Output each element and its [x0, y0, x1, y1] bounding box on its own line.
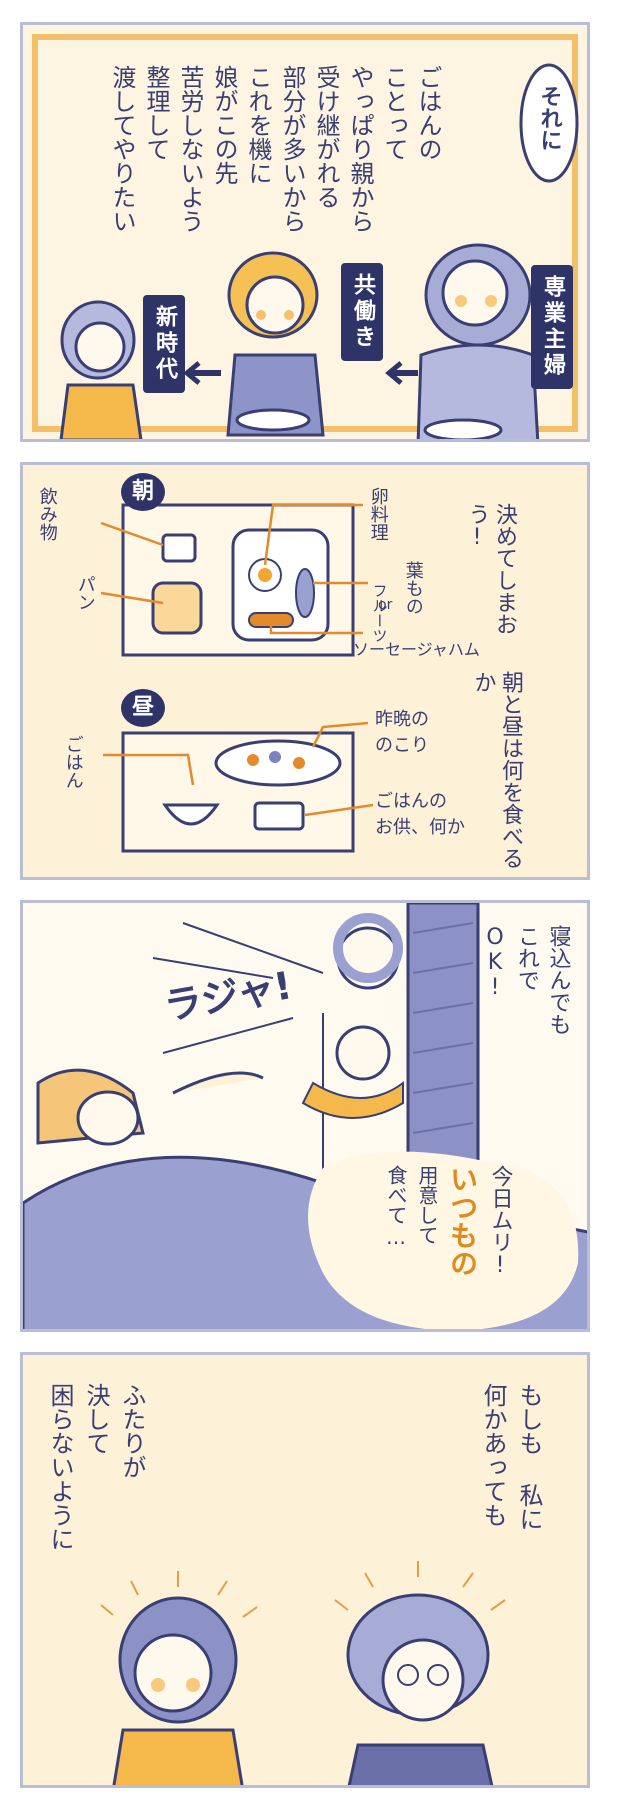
narration-line: 寝込んでも: [545, 925, 571, 1035]
label-egg: 卵料理: [367, 487, 389, 541]
rice-bowl-icon: [162, 803, 220, 826]
narration-line: 決して: [82, 1383, 110, 1455]
narration-line: ごはんの: [414, 65, 442, 161]
label-rice: ごはん: [62, 735, 84, 789]
narration-line: OK!: [482, 925, 508, 1000]
label-drink: 飲み物: [36, 487, 58, 541]
narration-line: 朝と昼は何を食べるか: [470, 670, 524, 869]
speech-bubble-shape: [308, 1151, 579, 1329]
leftover-plate-icon: [214, 739, 342, 787]
badge-dual-income: 共働き: [341, 263, 383, 361]
panel-4-art: [100, 1561, 506, 1785]
egg-icon: [258, 568, 272, 582]
narration-line: もしも 私に: [515, 1383, 543, 1531]
panel-2-narration: 朝と昼は何を食べるか 決めてしまおう!: [463, 503, 524, 877]
panel-4-narration-right: もしも 私に 何かあっても: [478, 1383, 544, 1531]
cup-icon: [161, 533, 197, 563]
narration-line: 部分が多いから: [278, 65, 306, 233]
speech-line: 食べて…: [384, 1165, 408, 1249]
daughter-figure: [59, 300, 143, 439]
grandmother-figure: [346, 1593, 494, 1785]
speech-line-emphasis: いつもの: [446, 1165, 479, 1277]
narration-line: ふたりが: [118, 1383, 146, 1479]
label-side: ごはんの お供、何か: [375, 787, 465, 839]
panel-3-art: [23, 903, 587, 1329]
daughter-face: [335, 1025, 391, 1081]
badge-new-era: 新時代: [143, 295, 185, 393]
housewife-figure: [416, 243, 540, 439]
panel-4: もしも 私に 何かあっても ふたりが 決して 困らないように: [20, 1352, 590, 1788]
badge-housewife: 専業主婦: [531, 265, 573, 389]
panel-1-narration: ごはんの ことって やっぱり親から 受け継がれる 部分が多いから これを機に 娘…: [107, 65, 443, 305]
label-veg: 葉もの: [402, 561, 424, 615]
breakfast-heading: 朝: [121, 473, 165, 511]
speech-line: 用意して: [415, 1165, 439, 1245]
panel-3: 寝込んでも これで OK! ラジャ! 今日ムリ! いつもの 用意して 食べて…: [20, 900, 590, 1332]
label-leftover-line: のこり: [375, 735, 429, 756]
daughter-figure: [112, 1596, 244, 1785]
panel-2-art: [100, 503, 374, 853]
narration-line: 受け継がれる: [312, 65, 340, 209]
label-fruit: フルーツ: [370, 583, 389, 643]
narration-line: 渡してやりたい: [108, 65, 136, 233]
narration-line: これを機に: [244, 65, 272, 185]
sick-mother-face: [76, 1090, 140, 1146]
narration-line: 娘がこの先: [210, 65, 238, 185]
label-leftover: 昨晩の のこり: [375, 705, 429, 757]
label-sausage: ソーセージャハム: [353, 640, 480, 659]
sick-speech: 今日ムリ! いつもの 用意して 食べて…: [383, 1165, 514, 1278]
bread-icon: [151, 581, 203, 635]
narration-line: 何かあっても: [479, 1383, 507, 1527]
speech-bubble-shape: [519, 63, 579, 183]
panel-1-art: [32, 34, 579, 439]
speech-line: 今日ムリ!: [487, 1165, 513, 1278]
narration-line: やっぱり親から: [346, 65, 374, 233]
narration-line: これで: [514, 925, 539, 991]
panel-1: それに ごはんの ことって やっぱり親から 受け継がれる 部分が多いから これを…: [20, 22, 590, 442]
speech-bubble-text: それに: [536, 85, 562, 151]
label-bread: パン: [74, 575, 96, 611]
narration-line: 苦労しないよう: [176, 65, 204, 233]
panel-3-narration: 寝込んでも これで OK!: [481, 925, 572, 1035]
panel-2: 朝 昼 朝と昼は何を食べるか 決めてしまおう! 飲み物 パン 卵料理 葉もの o…: [20, 462, 590, 880]
side-dish-icon: [253, 801, 305, 831]
label-leftover-line: 昨晩の: [375, 709, 429, 730]
narration-line: 決めてしまおう!: [464, 503, 518, 635]
working-parent-figure: [226, 251, 325, 437]
panel-4-narration-left: ふたりが 決して 困らないように: [45, 1383, 147, 1551]
leaf-icon: [295, 568, 315, 618]
narration-line: 整理して: [142, 65, 170, 161]
label-side-line: お供、何か: [375, 817, 465, 838]
lunch-heading: 昼: [121, 689, 165, 727]
label-side-line: ごはんの: [375, 791, 447, 812]
narration-line: ことって: [380, 65, 408, 161]
label-or: or: [378, 597, 393, 613]
narration-line: 困らないように: [46, 1383, 74, 1551]
